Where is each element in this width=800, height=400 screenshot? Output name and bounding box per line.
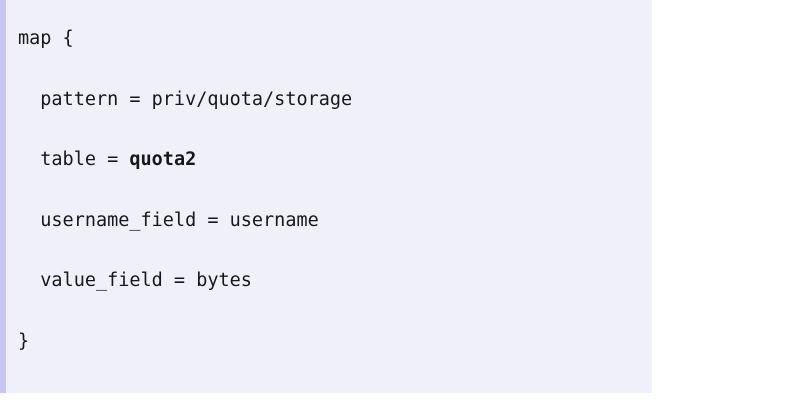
code-listing[interactable]: map { pattern = priv/quota/storage table…	[6, 0, 652, 393]
code-indent	[18, 149, 40, 170]
code-indent	[18, 210, 40, 231]
code-indent	[18, 89, 40, 110]
code-token: table =	[40, 149, 130, 171]
code-content: map { pattern = priv/quota/storage table…	[18, 24, 652, 393]
code-line: username_field = username	[18, 206, 652, 236]
code-indent	[18, 270, 40, 291]
code-token-emphasis: quota2	[129, 149, 197, 171]
code-token: pattern = priv/quota/storage	[40, 88, 353, 110]
code-line: value_field = bytes	[18, 266, 652, 296]
code-line: map {	[18, 24, 652, 54]
code-block: map { pattern = priv/quota/storage table…	[0, 0, 652, 393]
code-line: table = quota2	[18, 145, 652, 175]
code-token: }	[18, 330, 30, 352]
code-line: }	[18, 327, 652, 357]
code-line: map {	[18, 388, 652, 393]
code-token: username_field = username	[40, 209, 319, 231]
code-token: value_field = bytes	[40, 270, 252, 292]
code-token: map {	[18, 392, 74, 393]
code-line: pattern = priv/quota/storage	[18, 85, 652, 115]
code-token: map {	[18, 28, 74, 49]
